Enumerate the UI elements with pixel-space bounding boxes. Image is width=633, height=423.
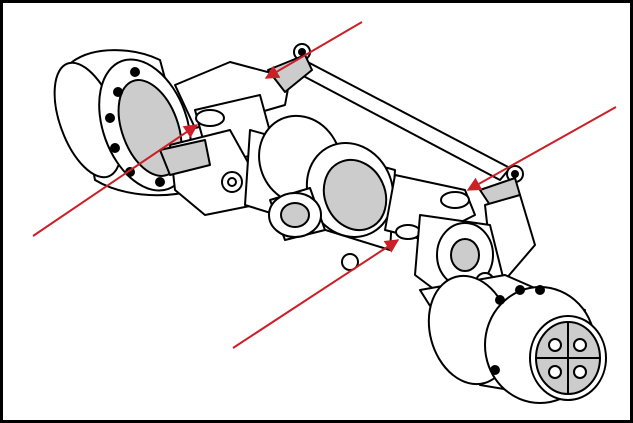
left-wheel-hub: [53, 49, 196, 197]
callout-arrow-top: [264, 21, 363, 79]
callout-arrows: [32, 21, 617, 349]
callout-arrow-left: [32, 124, 199, 237]
right-wheel-hub: [419, 274, 607, 404]
right-carrier-housing: [341, 214, 506, 306]
input-flange: [268, 187, 326, 241]
callout-arrow-right: [466, 106, 617, 191]
axle-tube: [244, 114, 396, 251]
left-carrier-housing: [159, 129, 256, 216]
callout-arrow-bottom: [232, 239, 400, 349]
